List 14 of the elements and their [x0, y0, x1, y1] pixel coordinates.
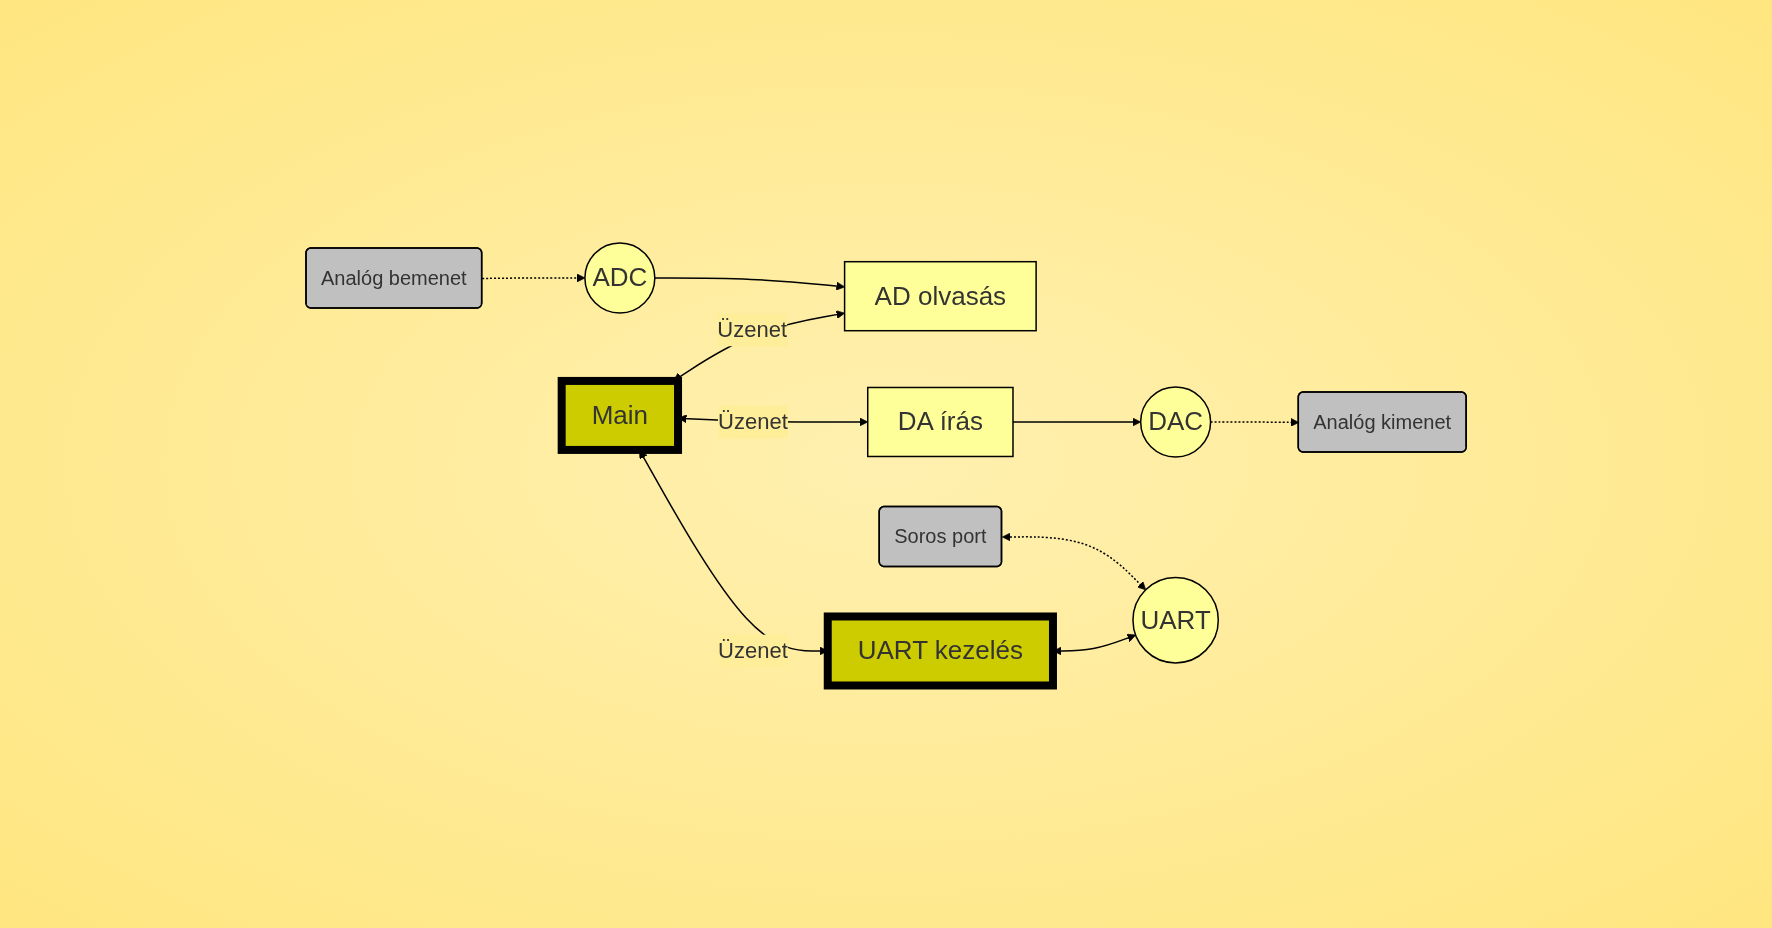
- node-circle: UART: [1132, 576, 1219, 664]
- arrow: [481, 273, 586, 283]
- node-circle: DAC: [1139, 386, 1212, 458]
- node-box: Main: [557, 376, 682, 454]
- arrow: [654, 276, 845, 291]
- node-box: AD olvasás: [843, 260, 1037, 332]
- node-box: DA írás: [866, 386, 1014, 457]
- edge-label: Üzenet: [717, 317, 787, 343]
- node-circle: ADC: [584, 242, 656, 314]
- arrow: [1012, 417, 1141, 427]
- arrow: [1001, 532, 1146, 590]
- edge-label: Üzenet: [717, 638, 788, 664]
- node-box: UART kezelés: [823, 612, 1057, 690]
- edge-label: Üzenet: [717, 409, 788, 435]
